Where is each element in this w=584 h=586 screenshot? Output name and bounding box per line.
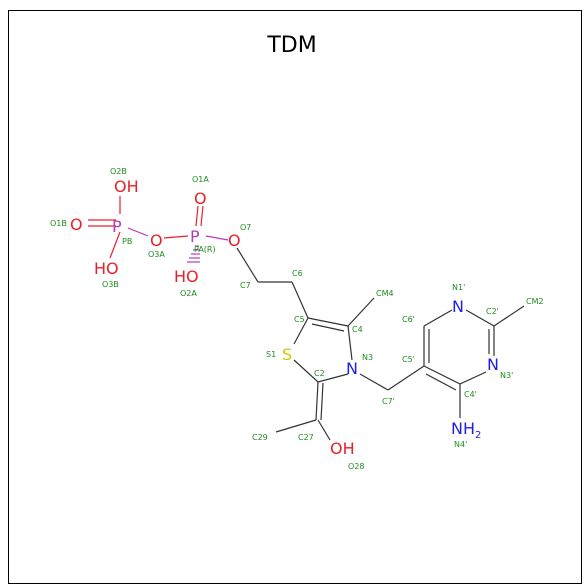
bond-pa-o2a-hash bbox=[187, 245, 200, 263]
label-c27: C27 bbox=[298, 433, 314, 442]
label-o3a: O3A bbox=[148, 250, 165, 259]
atom-labels: O2B O1B PB O3B O3A O1A PA(R) O2A O7 C6 C… bbox=[50, 167, 544, 471]
label-o7: O7 bbox=[240, 223, 251, 232]
label-s1: S1 bbox=[266, 350, 276, 359]
bond-o3a-pa bbox=[163, 235, 189, 239]
bond-o7-c7 bbox=[236, 247, 259, 283]
bond-n3-c2 bbox=[317, 373, 349, 383]
atom-o3a: O bbox=[150, 231, 163, 250]
label-o2a: O2A bbox=[180, 289, 197, 298]
label-o1a: O1A bbox=[192, 175, 209, 184]
bond-c2-s1 bbox=[293, 359, 319, 383]
label-c6: C6 bbox=[292, 269, 303, 278]
label-c4p: C4' bbox=[464, 390, 477, 399]
atom-pa: P bbox=[190, 227, 200, 246]
label-c7p: C7' bbox=[382, 397, 395, 406]
atom-o28: OH bbox=[330, 439, 355, 458]
bond-c4-n3 bbox=[347, 325, 353, 361]
atom-s1: S bbox=[282, 345, 292, 364]
label-c7: C7 bbox=[240, 281, 251, 290]
label-c2p: C2' bbox=[486, 307, 499, 316]
bond-c4p-c5p-double bbox=[425, 373, 457, 391]
molecule-frame bbox=[8, 10, 582, 584]
bond-pa-o1a-a bbox=[195, 205, 199, 227]
atoms: OH O P HO O P O HO O S N N N NH2 OH bbox=[70, 177, 499, 458]
label-c29: C29 bbox=[252, 433, 268, 442]
bond-c4p-c5p bbox=[423, 365, 461, 385]
bond-pb-o3a bbox=[127, 227, 149, 237]
bond-n1p-c2p bbox=[465, 309, 495, 327]
label-o3b: O3B bbox=[102, 280, 119, 289]
label-c5p: C5' bbox=[402, 355, 415, 364]
atom-o1b: O bbox=[70, 215, 83, 234]
label-o28: O28 bbox=[348, 462, 364, 471]
label-c5: C5 bbox=[294, 315, 305, 324]
atom-o3b: HO bbox=[94, 259, 119, 278]
atom-n3: N bbox=[346, 359, 358, 378]
atom-n4p: NH2 bbox=[451, 419, 481, 441]
label-n1p: N1' bbox=[452, 283, 465, 292]
bond-pa-o7 bbox=[205, 235, 229, 241]
label-c2: C2 bbox=[314, 369, 325, 378]
label-c4: C4 bbox=[352, 325, 363, 334]
bond-pa-o1a-b bbox=[200, 205, 204, 227]
atom-pb: P bbox=[112, 217, 122, 236]
bond-c27-c29 bbox=[275, 419, 317, 433]
bond-n3p-c4p bbox=[459, 371, 487, 385]
label-cm2: CM2 bbox=[526, 297, 544, 306]
bond-c4-cm4 bbox=[347, 297, 375, 327]
label-n3: N3 bbox=[362, 353, 373, 362]
label-n3p: N3' bbox=[500, 371, 513, 380]
bond-c5-c4-double bbox=[311, 323, 345, 332]
bond-s1-c5 bbox=[293, 317, 309, 345]
bond-pb-o3b bbox=[109, 231, 121, 259]
bond-c6p-n1p bbox=[423, 309, 453, 327]
bond-c2-c27 bbox=[315, 381, 319, 421]
bond-c5-c4 bbox=[307, 317, 349, 327]
atom-o1a: O bbox=[194, 189, 207, 208]
bond-c2-c27-double bbox=[320, 382, 324, 421]
bond-n3-c7p bbox=[359, 373, 389, 391]
atom-o2b: OH bbox=[114, 177, 139, 196]
label-pb: PB bbox=[122, 237, 132, 246]
bond-c2p-cm2 bbox=[493, 305, 525, 327]
label-cm4: CM4 bbox=[376, 289, 394, 298]
label-c6p: C6' bbox=[402, 315, 415, 324]
atom-o2a: HO bbox=[174, 267, 199, 286]
label-o2b: O2B bbox=[110, 167, 127, 176]
bond-c7p-c5p bbox=[387, 365, 425, 391]
label-n4p: N4' bbox=[454, 440, 467, 449]
bonds bbox=[88, 196, 525, 441]
bond-c6-c5 bbox=[291, 281, 309, 319]
bond-c27-o28 bbox=[317, 419, 331, 441]
label-o1b: O1B bbox=[50, 219, 67, 228]
label-pa: PA(R) bbox=[194, 245, 216, 254]
page-title: TDM bbox=[266, 33, 316, 58]
atom-o7: O bbox=[228, 231, 241, 250]
atom-n3p: N bbox=[487, 355, 499, 374]
atom-n1p: N bbox=[452, 297, 464, 316]
